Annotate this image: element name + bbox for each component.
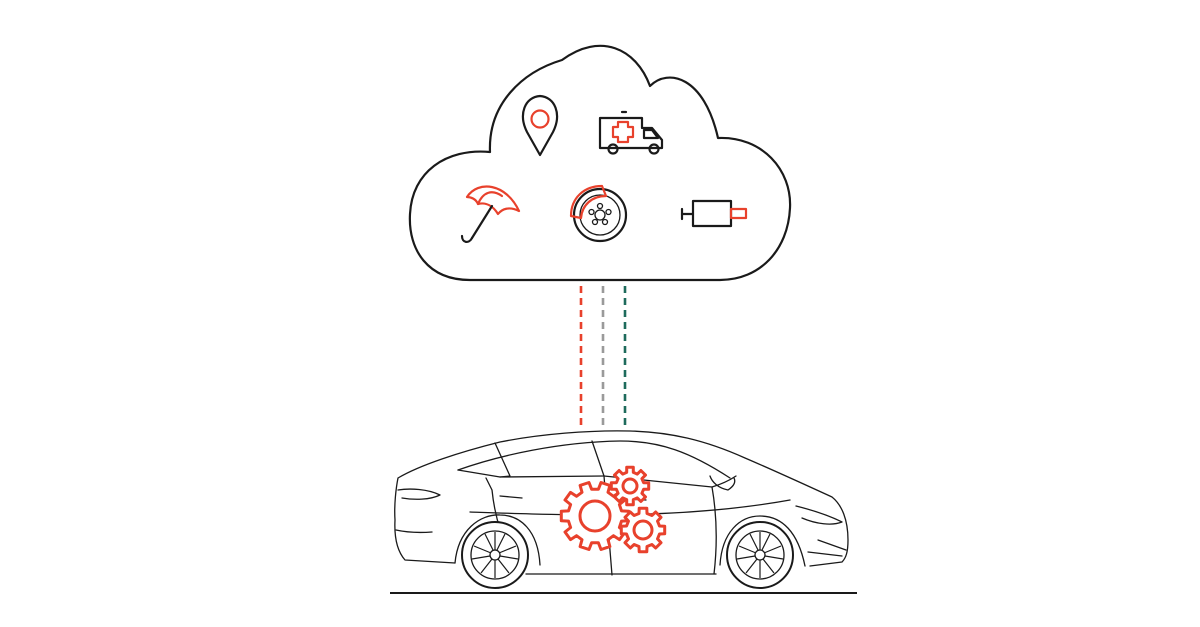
gear-hub-3: [632, 519, 654, 541]
ambulance-icon: [598, 110, 664, 155]
brake-disc-icon: [569, 184, 628, 243]
gear-hub-1: [578, 499, 612, 533]
car-icon: [394, 430, 849, 589]
rear-wheel: [461, 521, 529, 589]
front-wheel: [726, 521, 794, 589]
gear-hub-2: [621, 477, 639, 495]
umbrella-icon: [460, 185, 521, 243]
gears-icon: [559, 465, 667, 554]
connection-lines: [579, 286, 627, 430]
cloud: [408, 44, 792, 282]
location-pin-icon: [522, 94, 558, 157]
exhaust-muffler-icon: [680, 199, 748, 228]
